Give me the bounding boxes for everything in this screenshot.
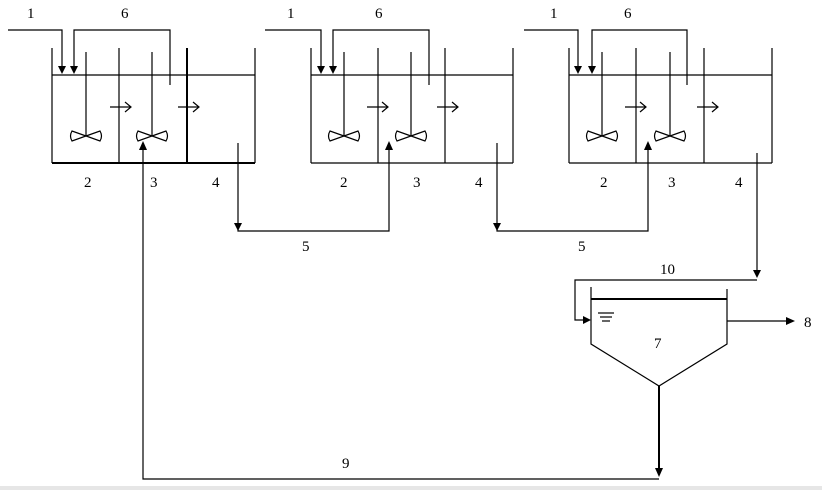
settler-feed-pipe bbox=[753, 153, 761, 278]
zone-label: 3 bbox=[668, 175, 676, 191]
label-inflow: 1 bbox=[27, 6, 35, 22]
tank-1-recycle-pipe bbox=[70, 29, 171, 85]
water-level-icon bbox=[598, 312, 614, 322]
flow-arrow-icon bbox=[110, 101, 132, 113]
label-recycle: 6 bbox=[375, 6, 383, 22]
zone-label: 3 bbox=[413, 175, 421, 191]
effluent-pipe bbox=[727, 317, 795, 325]
label-inflow: 1 bbox=[550, 6, 558, 22]
flow-arrow-icon bbox=[367, 101, 389, 113]
flow-arrow-icon bbox=[625, 101, 647, 113]
zone-label: 2 bbox=[600, 175, 608, 191]
zone-label: 4 bbox=[735, 175, 743, 191]
tank-3-recycle-pipe bbox=[588, 29, 688, 85]
zone-label: 3 bbox=[150, 175, 158, 191]
tank-2-inflow-pipe bbox=[265, 29, 325, 74]
sludge-return-pipe bbox=[139, 141, 659, 480]
tank-2: 1 6 2 3 4 bbox=[265, 6, 514, 191]
mixer-icon bbox=[69, 52, 103, 142]
tank-3: 1 6 2 3 4 bbox=[524, 6, 773, 191]
settler-recycle-pipe bbox=[574, 279, 757, 324]
tank-1-inflow-pipe bbox=[8, 29, 66, 74]
tank-1: 1 6 2 3 4 bbox=[8, 6, 256, 191]
flow-arrow-icon bbox=[178, 101, 200, 113]
sludge-discharge-pipe bbox=[655, 386, 663, 477]
label-recycle: 6 bbox=[624, 6, 632, 22]
label-sludge-return: 9 bbox=[342, 456, 350, 472]
zone-label: 4 bbox=[475, 175, 483, 191]
transfer-pipe-1 bbox=[234, 141, 393, 232]
label-recycle: 6 bbox=[121, 6, 129, 22]
transfer-pipe-2 bbox=[493, 141, 652, 232]
label-settler: 7 bbox=[654, 336, 662, 352]
zone-label: 4 bbox=[212, 175, 220, 191]
zone-label: 2 bbox=[340, 175, 348, 191]
label-effluent: 8 bbox=[804, 315, 812, 331]
label-inflow: 1 bbox=[287, 6, 295, 22]
mixer-icon bbox=[135, 52, 169, 142]
mixer-icon bbox=[394, 52, 428, 142]
label-transfer-pipe: 5 bbox=[302, 239, 310, 255]
flow-arrow-icon bbox=[437, 101, 459, 113]
tank-3-inflow-pipe bbox=[524, 29, 582, 74]
mixer-icon bbox=[653, 52, 687, 142]
label-transfer-pipe: 5 bbox=[578, 239, 586, 255]
tank-2-recycle-pipe bbox=[329, 29, 430, 85]
mixer-icon bbox=[585, 52, 619, 142]
zone-label: 2 bbox=[84, 175, 92, 191]
flow-arrow-icon bbox=[697, 101, 719, 113]
mixer-icon bbox=[327, 52, 361, 142]
label-settler-recycle: 10 bbox=[660, 262, 675, 278]
